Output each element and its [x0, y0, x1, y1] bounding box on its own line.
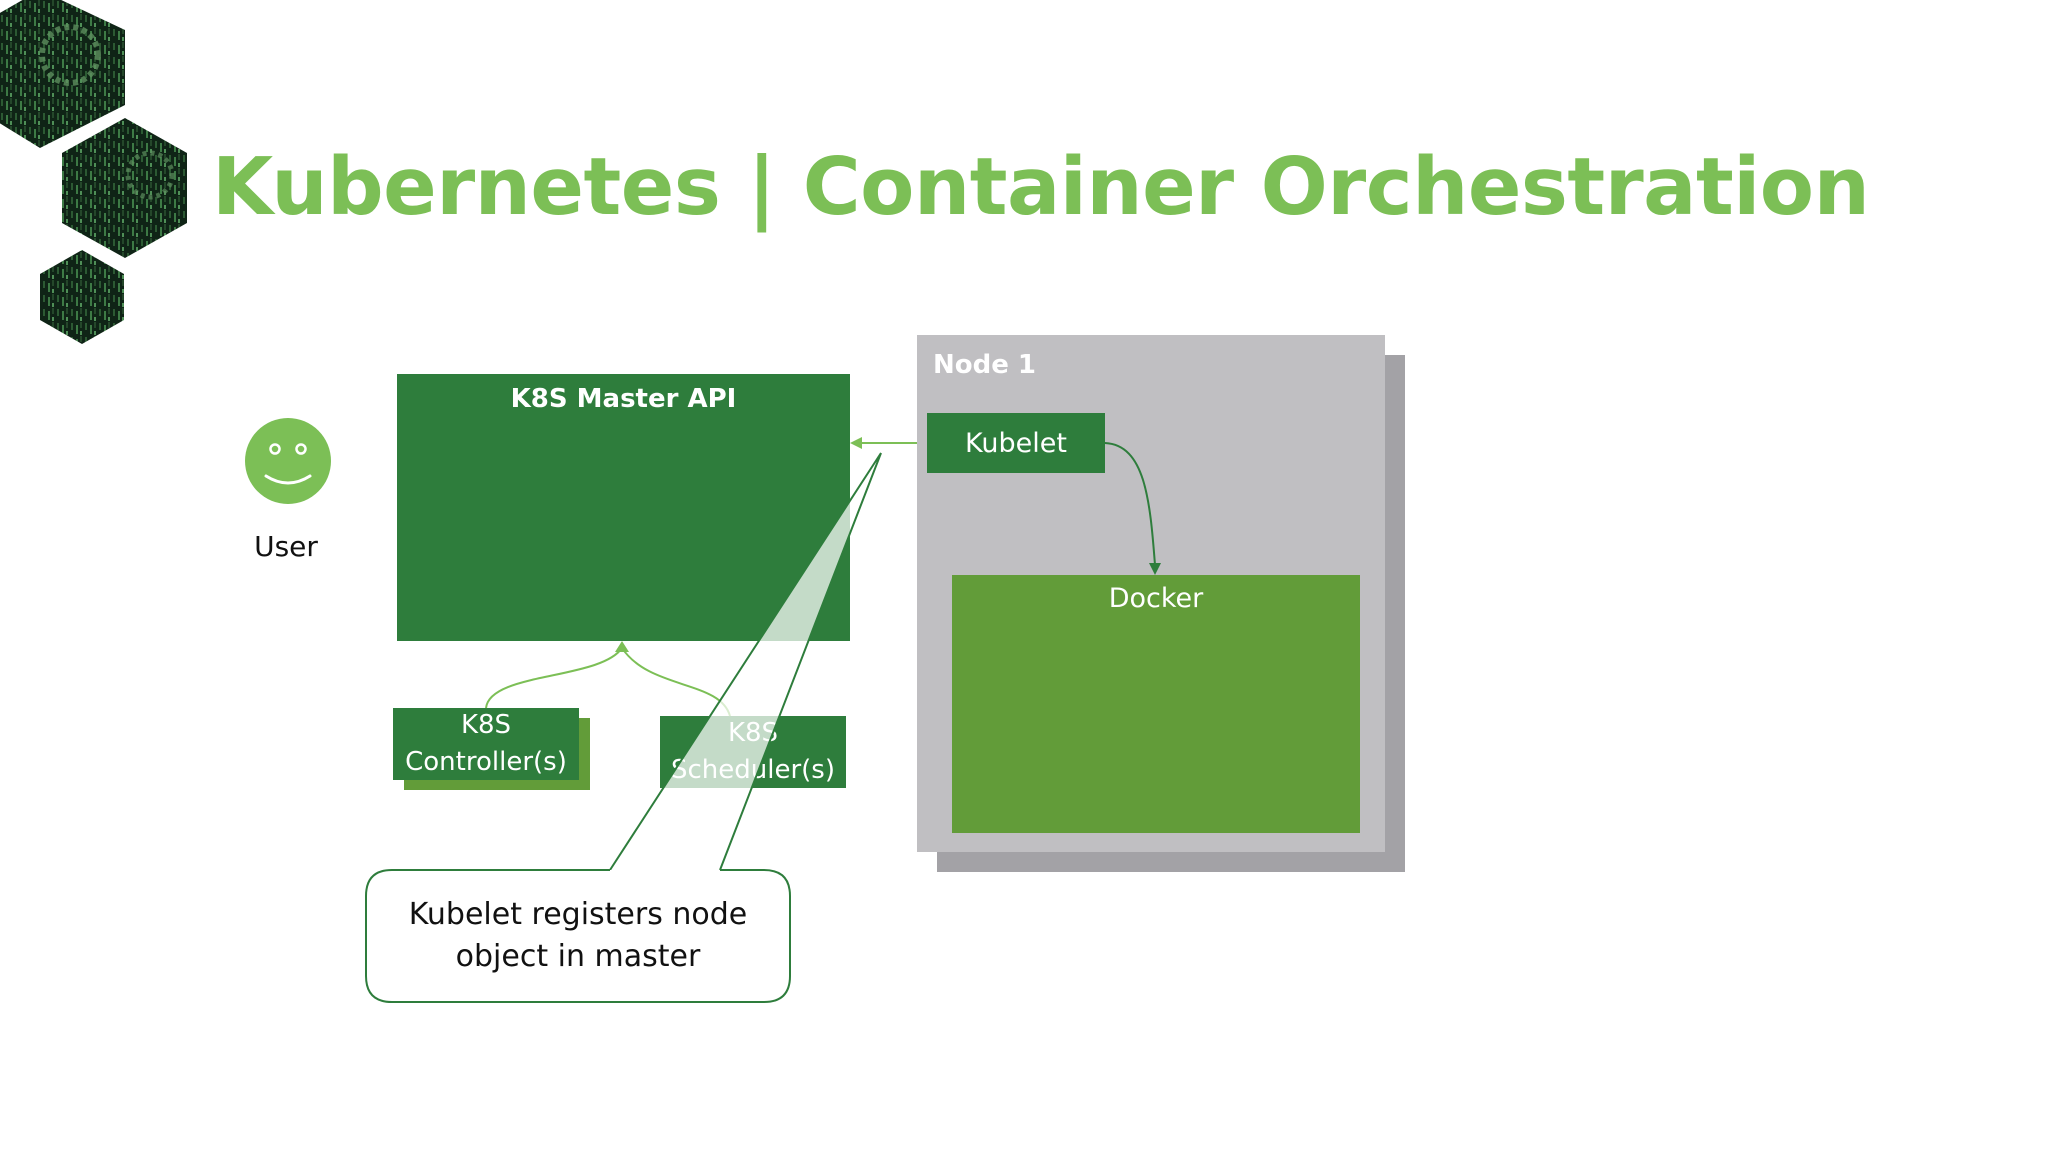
callout-wedge-outline: [609, 452, 882, 871]
slide-title: Kubernetes | Container Orchestration: [212, 141, 1870, 233]
docker-label: Docker: [1108, 583, 1204, 614]
controller-line1: K8S: [460, 710, 512, 740]
callout-line2: object in master: [455, 939, 701, 974]
hexagon-gears-decoration: [0, 0, 187, 344]
kubelet-box: Kubelet: [927, 413, 1105, 473]
master-bottom-arrowhead: [615, 641, 629, 652]
controller-to-master-curve: [485, 647, 623, 709]
kubelet-to-docker-curve: [1104, 442, 1156, 566]
callout-text: Kubelet registers node object in master: [366, 870, 790, 1002]
controller-line2: Controller(s): [405, 747, 567, 777]
k8s-master-api-box: K8S Master API: [397, 374, 850, 641]
node-1-label: Node 1: [933, 350, 1037, 380]
kubelet-label: Kubelet: [965, 427, 1067, 459]
callout-line1: Kubelet registers node: [408, 897, 748, 932]
k8s-controller-box: K8S Controller(s): [393, 708, 579, 780]
k8s-master-api-label: K8S Master API: [510, 384, 737, 414]
scheduler-to-master-curve: [621, 647, 731, 717]
callout-box-outline: [365, 869, 791, 1003]
user-label: User: [254, 530, 318, 563]
kubelet-to-master-arrowhead: [850, 437, 862, 449]
kubelet-to-docker-arrowhead: [1149, 563, 1161, 575]
smiley-face-icon: [245, 418, 331, 504]
docker-box: Docker: [952, 575, 1360, 833]
